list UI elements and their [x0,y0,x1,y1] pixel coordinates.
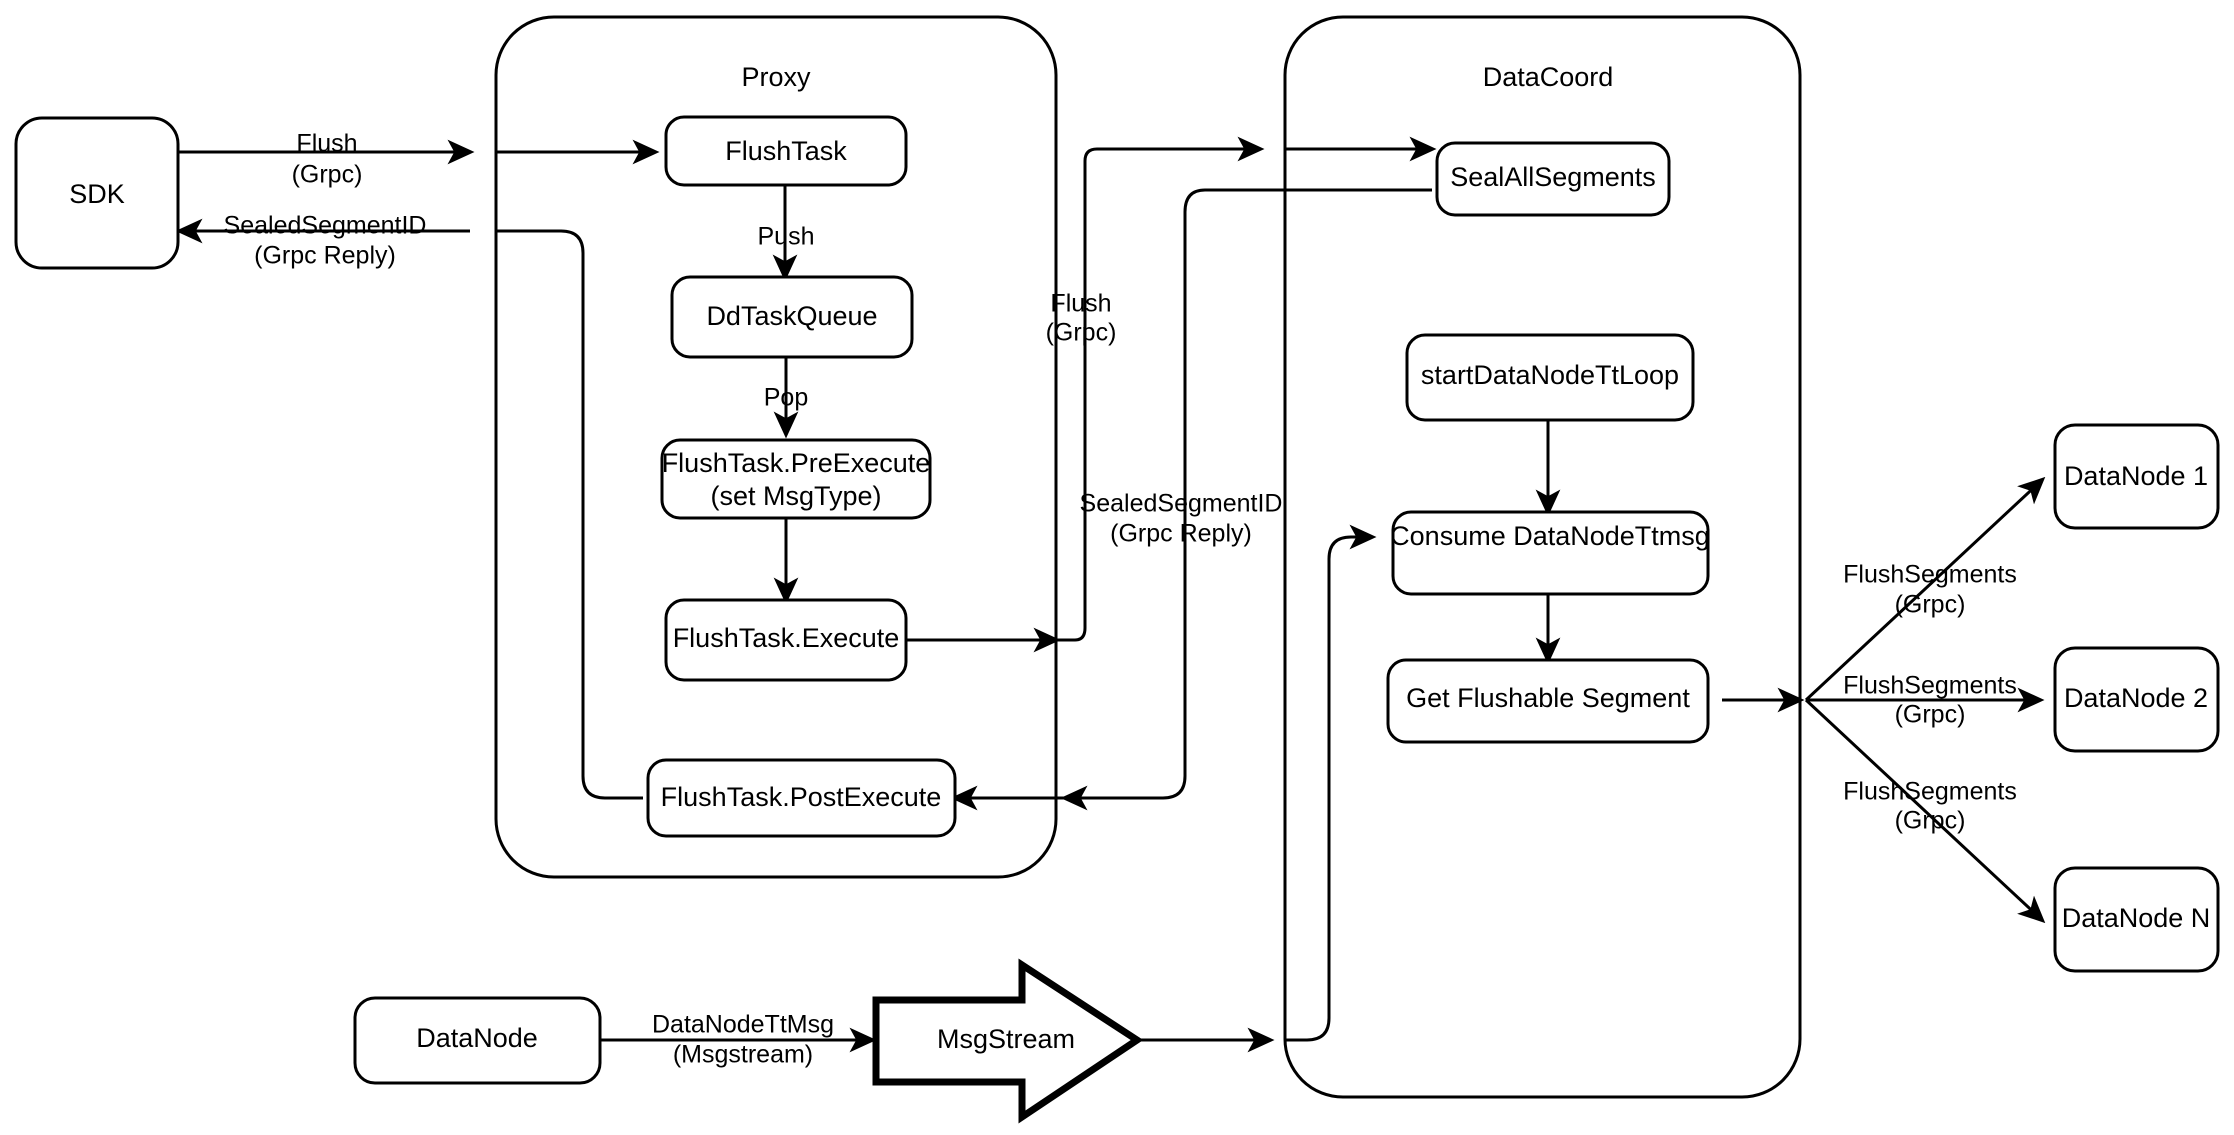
datanode-2-label: DataNode 2 [2064,683,2208,713]
edge-proxy-to-datacoord-flush-route [1056,136,1265,642]
node-get-flushable-segment[interactable]: Get Flushable Segment [1386,658,1710,744]
edge-label-flushsegments-2-line1: FlushSegments [1843,672,2017,700]
node-seal-all-segments[interactable]: SealAllSegments [1435,141,1671,217]
datacoord-container-label: DataCoord [1483,62,1614,92]
datanode-2-box[interactable] [2053,646,2220,753]
preexecute-label-line2: (set MsgType) [710,481,881,511]
getflushablesegment-box[interactable] [1386,658,1710,744]
edge-label-flushsegments-1-line2: (Grpc) [1895,591,1966,619]
edge-label-datanodettmsg-line1: DataNodeTtMsg [652,1011,834,1039]
node-datanode-2[interactable]: DataNode 2 [2053,646,2220,753]
msgstream-label: MsgStream [937,1024,1075,1054]
postexecute-box[interactable] [646,758,957,838]
node-flushtask-execute[interactable]: FlushTask.Execute [664,598,908,682]
sealallsegments-label: SealAllSegments [1450,162,1656,192]
startdatanodettloop-box[interactable] [1405,333,1695,422]
ddtaskqueue-label: DdTaskQueue [706,301,877,331]
datanode-n-box[interactable] [2053,866,2220,973]
edge-label-proxy-datacoord-flush-line2: (Grpc) [1046,319,1117,347]
edge-label-sealedsegmentid-line2: (Grpc Reply) [254,242,396,270]
node-flush-task[interactable]: FlushTask [664,115,908,187]
flushtask-label: FlushTask [725,136,847,166]
node-flushtask-preexecute[interactable]: FlushTask.PreExecute (set MsgType) [660,438,932,520]
proxy-container-label: Proxy [741,62,811,92]
proxy-container-outline [494,15,1058,879]
edge-label-datacoord-reply-line1: SealedSegmentID [1080,490,1283,518]
edge-datacoord-msgstream-route-to-consume [1285,524,1377,1042]
edge-label-datanodettmsg-line2: (Msgstream) [673,1041,813,1069]
edge-label-push: Push [758,223,815,251]
datanode-source-label: DataNode [416,1023,538,1053]
preexecute-box[interactable] [660,438,932,520]
node-dd-task-queue[interactable]: DdTaskQueue [670,275,914,359]
sdk-label: SDK [69,179,125,209]
edge-postexecute-to-reply-route [496,229,643,800]
edge-label-datacoord-reply-line2: (Grpc Reply) [1110,520,1252,548]
getflushablesegment-label: Get Flushable Segment [1406,683,1690,713]
node-start-datanode-tt-loop[interactable]: startDataNodeTtLoop [1405,333,1695,422]
startdatanodettloop-label: startDataNodeTtLoop [1421,360,1679,390]
edge-label-proxy-datacoord-flush-line1: Flush [1050,290,1111,318]
edge-label-sdk-flush-line1: Flush [296,130,357,158]
container-proxy: Proxy [494,15,1058,879]
edge-label-sealedsegmentid-line1: SealedSegmentID [224,212,427,240]
node-datanode-1[interactable]: DataNode 1 [2053,423,2220,530]
consumedatanodettmsg-box[interactable] [1391,510,1710,596]
node-msgstream[interactable]: MsgStream [872,958,1144,1124]
container-datacoord: DataCoord [1283,15,1802,1099]
node-datanode-n[interactable]: DataNode N [2053,866,2220,973]
datanode-source-box[interactable] [353,996,602,1085]
node-sdk[interactable]: SDK [14,116,180,270]
edge-label-flushsegments-n-line1: FlushSegments [1843,778,2017,806]
edge-label-flushsegments-1-line1: FlushSegments [1843,561,2017,589]
edge-label-sdk-flush-line2: (Grpc) [292,161,363,189]
edge-hub-to-datanode-1 [1804,476,2046,702]
edge-label-flushsegments-n-line2: (Grpc) [1895,807,1966,835]
preexecute-label-line1: FlushTask.PreExecute [662,448,931,478]
consumedatanodettmsg-label: Consume DataNodeTtmsg [1390,521,1710,551]
sealallsegments-box[interactable] [1435,141,1671,217]
edge-label-flushsegments-2-line2: (Grpc) [1895,701,1966,729]
edge-datacoord-reply-route-down [1060,188,1285,811]
msgstream-arrow-shape[interactable] [872,958,1144,1124]
ddtaskqueue-box[interactable] [670,275,914,359]
node-consume-datanode-ttmsg[interactable]: Consume DataNodeTtmsg [1390,510,1710,596]
datanode-1-box[interactable] [2053,423,2220,530]
datanode-1-label: DataNode 1 [2064,461,2208,491]
execute-label: FlushTask.Execute [673,623,900,653]
datanode-n-label: DataNode N [2062,903,2211,933]
sdk-box[interactable] [14,116,180,270]
edge-label-pop: Pop [764,384,808,412]
flushtask-box[interactable] [664,115,908,187]
execute-box[interactable] [664,598,908,682]
postexecute-label: FlushTask.PostExecute [661,782,942,812]
datacoord-container-outline [1283,15,1802,1099]
node-flushtask-postexecute[interactable]: FlushTask.PostExecute [646,758,957,838]
node-datanode-source[interactable]: DataNode [353,996,602,1085]
edge-hub-to-datanode-n [1804,698,2046,924]
